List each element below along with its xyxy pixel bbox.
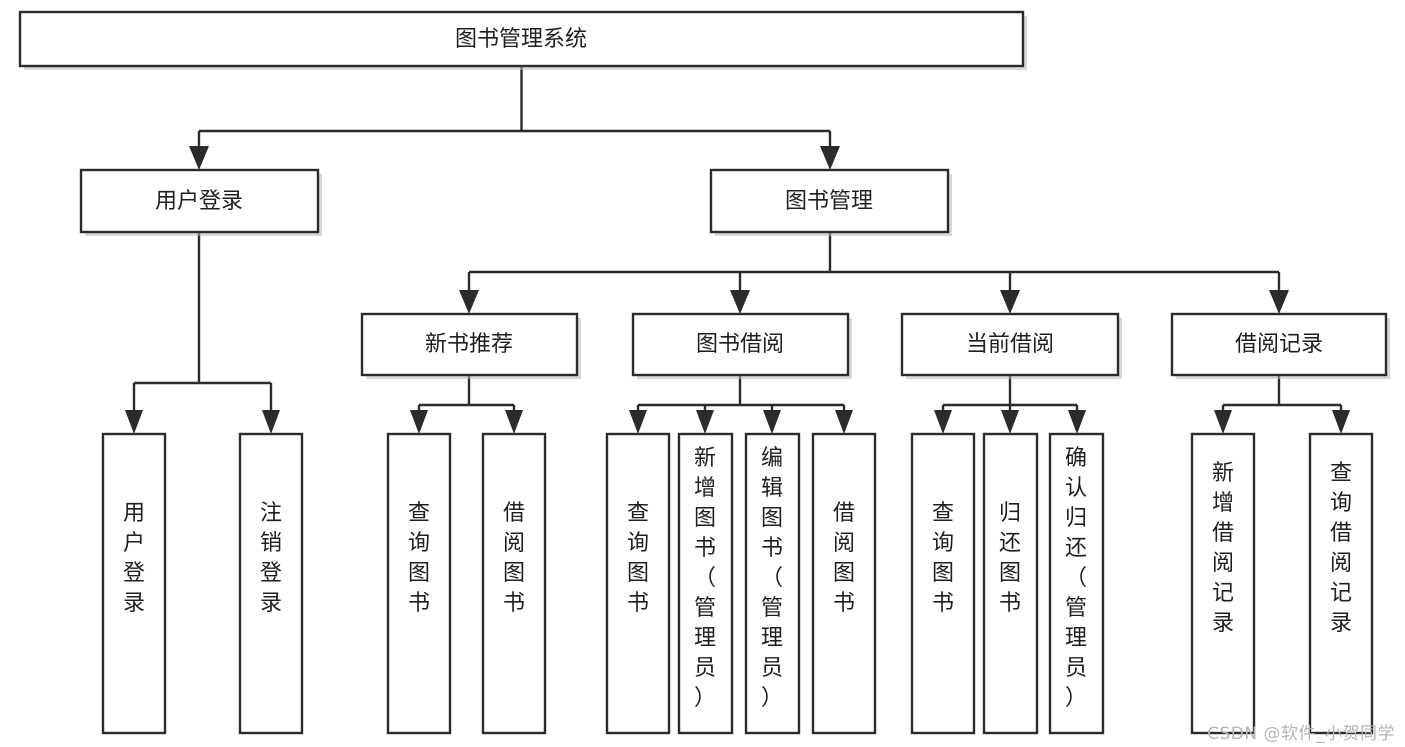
node-book-manage-rect[interactable] bbox=[709, 168, 950, 234]
node-root-rect[interactable] bbox=[18, 10, 1025, 68]
node-root[interactable]: 图书管理系统 bbox=[18, 10, 1027, 70]
node-leaf-edit-book-rect[interactable] bbox=[744, 432, 801, 735]
node-leaf-query-book-1-label: 查询图书 bbox=[408, 501, 430, 616]
node-leaf-return-book-label: 归还图书 bbox=[999, 501, 1021, 616]
arrow-head-leaf-logout bbox=[262, 410, 280, 434]
arrow-head-book-borrow bbox=[730, 290, 750, 314]
node-leaf-edit-book-label: 编辑图书（管理员） bbox=[761, 446, 783, 711]
node-leaf-logout[interactable]: 注销登录 bbox=[238, 432, 304, 735]
node-leaf-add-book-label: 新增图书（管理员） bbox=[694, 446, 716, 711]
node-book-borrow-rect[interactable] bbox=[631, 312, 850, 377]
node-leaf-confirm-return[interactable]: 确认归还（管理员） bbox=[1048, 432, 1105, 735]
arrow-head-add-record bbox=[1214, 410, 1232, 434]
node-leaf-return-book[interactable]: 归还图书 bbox=[982, 432, 1039, 735]
arrow-head-borrow-book-1 bbox=[505, 410, 523, 434]
arrow-head-query-record bbox=[1332, 410, 1350, 434]
node-leaf-user-login-rect[interactable] bbox=[101, 432, 167, 735]
arrow-head-leaf-user-login bbox=[125, 410, 143, 434]
node-leaf-logout-rect[interactable] bbox=[238, 432, 304, 735]
node-current-borrow-rect[interactable] bbox=[900, 312, 1120, 377]
arrow-head-borrow-record bbox=[1269, 290, 1289, 314]
node-leaf-borrow-book-2-label: 借阅图书 bbox=[833, 501, 855, 616]
node-current-borrow[interactable]: 当前借阅 bbox=[900, 312, 1122, 379]
node-borrow-record-label: 借阅记录 bbox=[1235, 332, 1323, 357]
node-leaf-query-book-3-label: 查询图书 bbox=[932, 501, 954, 616]
node-leaf-borrow-book-2-rect[interactable] bbox=[811, 432, 877, 735]
node-leaf-borrow-book-2[interactable]: 借阅图书 bbox=[811, 432, 877, 735]
node-leaf-return-book-rect[interactable] bbox=[982, 432, 1039, 735]
node-leaf-add-book[interactable]: 新增图书（管理员） bbox=[677, 432, 734, 735]
node-leaf-edit-book[interactable]: 编辑图书（管理员） bbox=[744, 432, 801, 735]
node-leaf-query-book-2[interactable]: 查询图书 bbox=[605, 432, 671, 735]
node-user-login[interactable]: 用户登录 bbox=[79, 168, 322, 236]
node-book-manage-label: 图书管理 bbox=[785, 189, 873, 214]
node-leaf-query-book-1[interactable]: 查询图书 bbox=[386, 432, 452, 735]
node-user-login-rect[interactable] bbox=[79, 168, 320, 234]
node-book-borrow[interactable]: 图书借阅 bbox=[631, 312, 852, 379]
node-leaf-borrow-book-1[interactable]: 借阅图书 bbox=[481, 432, 547, 735]
arrow-head-query-book-2 bbox=[629, 410, 647, 434]
node-current-borrow-label: 当前借阅 bbox=[966, 332, 1054, 357]
node-book-borrow-label: 图书借阅 bbox=[696, 332, 784, 357]
connector-group bbox=[125, 66, 1350, 434]
node-leaf-user-login-label: 用户登录 bbox=[123, 501, 145, 616]
arrow-head-edit-book bbox=[763, 410, 781, 434]
node-new-book-rec-label: 新书推荐 bbox=[425, 332, 513, 357]
arrow-head-new-book-rec bbox=[459, 290, 479, 314]
node-leaf-query-book-2-label: 查询图书 bbox=[627, 501, 649, 616]
node-new-book-rec[interactable]: 新书推荐 bbox=[360, 312, 581, 379]
arrow-head-confirm-return bbox=[1068, 410, 1086, 434]
arrow-head-query-book-3 bbox=[934, 410, 952, 434]
node-leaf-add-book-rect[interactable] bbox=[677, 432, 734, 735]
node-leaf-query-book-1-rect[interactable] bbox=[386, 432, 452, 735]
node-leaf-user-login[interactable]: 用户登录 bbox=[101, 432, 167, 735]
arrow-head-current-borrow bbox=[1000, 290, 1020, 314]
arrow-head-book-manage bbox=[820, 146, 840, 170]
node-borrow-record-rect[interactable] bbox=[1170, 312, 1388, 377]
node-leaf-confirm-return-label: 确认归还（管理员） bbox=[1065, 446, 1087, 711]
node-leaf-borrow-book-1-rect[interactable] bbox=[481, 432, 547, 735]
node-leaf-add-record-label: 新增借阅记录 bbox=[1212, 461, 1234, 636]
arrow-head-add-book bbox=[696, 410, 714, 434]
arrow-head-user-login bbox=[189, 146, 209, 170]
node-leaf-query-record-rect[interactable] bbox=[1308, 432, 1374, 735]
node-new-book-rec-rect[interactable] bbox=[360, 312, 579, 377]
node-leaf-logout-label: 注销登录 bbox=[260, 501, 282, 616]
node-leaf-query-record[interactable]: 查询借阅记录 bbox=[1308, 432, 1374, 735]
node-user-login-label: 用户登录 bbox=[155, 189, 243, 214]
node-leaf-query-record-label: 查询借阅记录 bbox=[1330, 461, 1352, 636]
watermark-text: CSDN @软件_小贺同学 bbox=[1207, 724, 1395, 744]
node-book-manage[interactable]: 图书管理 bbox=[709, 168, 952, 236]
node-leaf-query-book-3[interactable]: 查询图书 bbox=[910, 432, 976, 735]
node-borrow-record[interactable]: 借阅记录 bbox=[1170, 312, 1390, 379]
arrow-head-return-book bbox=[1001, 410, 1019, 434]
arrow-head-query-book-1 bbox=[410, 410, 428, 434]
node-leaf-confirm-return-rect[interactable] bbox=[1048, 432, 1105, 735]
node-leaf-query-book-3-rect[interactable] bbox=[910, 432, 976, 735]
node-leaf-query-book-2-rect[interactable] bbox=[605, 432, 671, 735]
node-leaf-borrow-book-1-label: 借阅图书 bbox=[503, 501, 525, 616]
node-leaf-add-record[interactable]: 新增借阅记录 bbox=[1190, 432, 1256, 735]
node-root-label: 图书管理系统 bbox=[455, 27, 587, 52]
arrow-head-borrow-book-2 bbox=[835, 410, 853, 434]
node-leaf-add-record-rect[interactable] bbox=[1190, 432, 1256, 735]
